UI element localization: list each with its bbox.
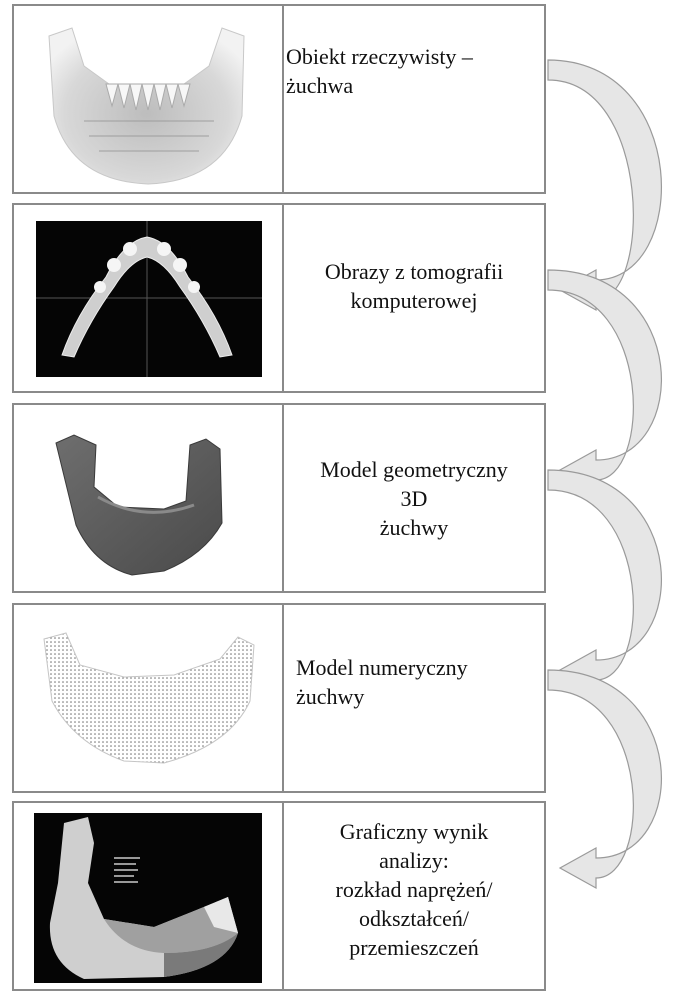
box-divider <box>282 6 284 192</box>
box-divider <box>282 205 284 391</box>
3d-geometric-model-image <box>14 405 282 591</box>
mesh-model-image <box>14 605 282 791</box>
step-label-real-object: Obiekt rzeczywisty – żuchwa <box>286 42 542 100</box>
step-label-geometric-model: Model geometryczny 3D żuchwy <box>286 455 542 542</box>
step-box-ct-images: Obrazy z tomografii komputerowej <box>12 203 546 393</box>
curved-arrow-icon <box>548 670 661 888</box>
box-divider <box>282 605 284 791</box>
ct-scan-image <box>14 205 282 391</box>
box-divider <box>282 405 284 591</box>
step-box-result: Graficzny wynik analizy: rozkład napręże… <box>12 801 546 991</box>
stress-map-image <box>14 803 282 989</box>
step-box-numeric-model: Model numeryczny żuchwy <box>12 603 546 793</box>
step-label-numeric-model: Model numeryczny żuchwy <box>286 653 542 711</box>
box-divider <box>282 803 284 989</box>
step-box-geometric-model: Model geometryczny 3D żuchwy <box>12 403 546 593</box>
step-box-real-object: Obiekt rzeczywisty – żuchwa <box>12 4 546 194</box>
step-label-ct-images: Obrazy z tomografii komputerowej <box>286 257 542 315</box>
jaw-photo-image <box>14 6 282 192</box>
curved-arrow-icon <box>548 270 661 490</box>
curved-arrow-icon <box>548 470 661 690</box>
step-label-result: Graficzny wynik analizy: rozkład napręże… <box>286 817 542 962</box>
